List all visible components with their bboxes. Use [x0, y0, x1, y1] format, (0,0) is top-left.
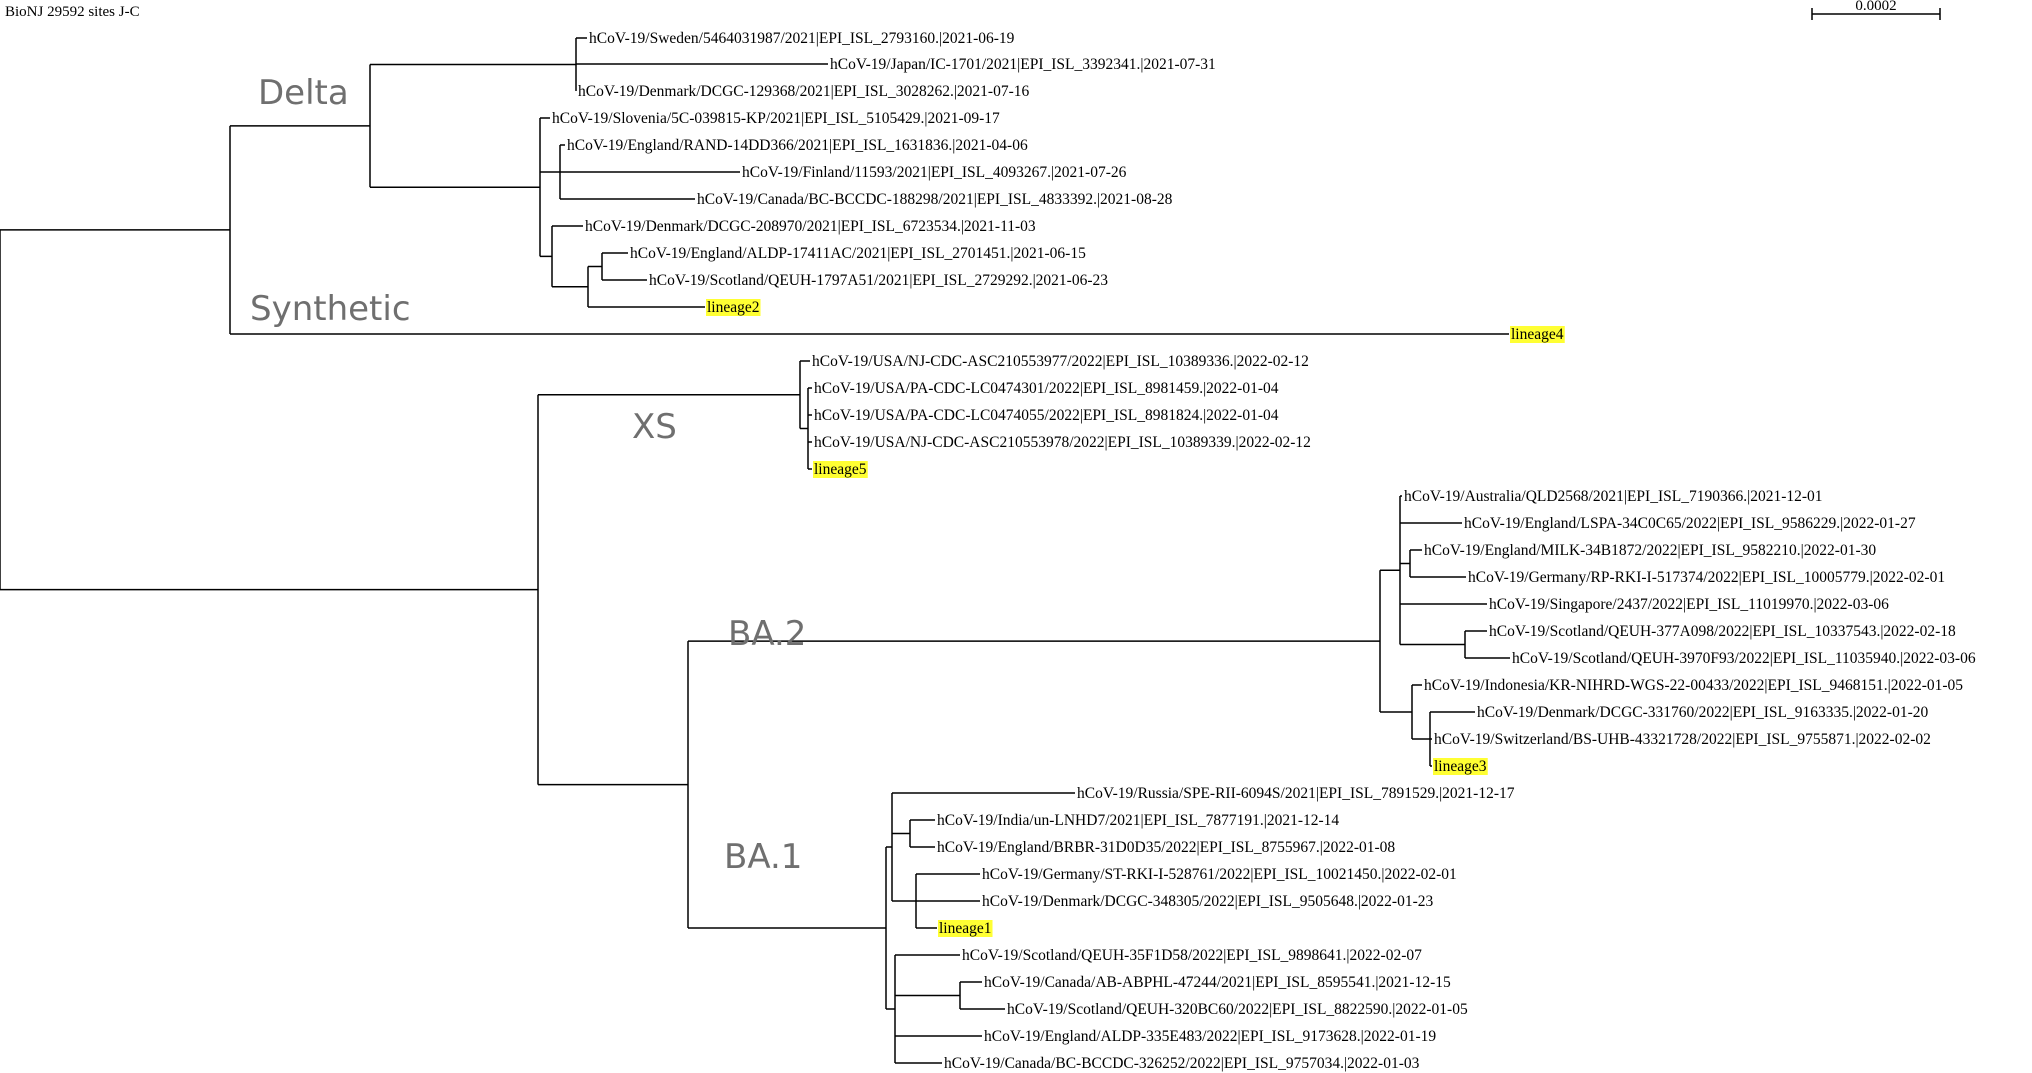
leaf-label: hCoV-19/England/BRBR-31D0D35/2022|EPI_IS… — [937, 839, 1395, 856]
highlighted-lineage-label: lineage5 — [814, 461, 867, 478]
highlighted-lineage-label: lineage2 — [707, 299, 760, 316]
leaf-label: hCoV-19/Denmark/DCGC-129368/2021|EPI_ISL… — [578, 83, 1029, 100]
clade-label-ba2: BA.2 — [728, 614, 806, 654]
clade-label-delta: Delta — [258, 73, 349, 113]
leaf-label: hCoV-19/Scotland/QEUH-35F1D58/2022|EPI_I… — [962, 947, 1422, 964]
tree-branches — [0, 37, 1510, 1064]
lineage-highlight-box — [938, 920, 993, 937]
leaf-label: hCoV-19/Slovenia/5C-039815-KP/2021|EPI_I… — [552, 110, 1000, 127]
leaf-label: hCoV-19/Finland/11593/2021|EPI_ISL_40932… — [742, 164, 1127, 181]
leaf-label: hCoV-19/Denmark/DCGC-348305/2022|EPI_ISL… — [982, 893, 1433, 910]
leaf-label: hCoV-19/Canada/BC-BCCDC-188298/2021|EPI_… — [697, 191, 1173, 208]
leaf-label: hCoV-19/England/RAND-14DD366/2021|EPI_IS… — [567, 137, 1028, 154]
leaf-label: hCoV-19/Canada/BC-BCCDC-326252/2022|EPI_… — [944, 1055, 1420, 1072]
leaf-label: hCoV-19/Switzerland/BS-UHB-43321728/2022… — [1434, 731, 1931, 748]
leaf-label: hCoV-19/Singapore/2437/2022|EPI_ISL_1101… — [1489, 596, 1889, 613]
highlighted-lineage-label: lineage4 — [1511, 326, 1564, 343]
leaf-label: hCoV-19/England/LSPA-34C0C65/2022|EPI_IS… — [1464, 515, 1916, 532]
tree-title: BioNJ 29592 sites J-C — [5, 4, 140, 20]
lineage-highlight-box — [706, 299, 761, 316]
lineage-highlight-box — [1510, 326, 1565, 343]
lineage-highlight-box — [1433, 758, 1488, 775]
leaf-label: hCoV-19/USA/PA-CDC-LC0474055/2022|EPI_IS… — [814, 407, 1279, 424]
leaf-label: hCoV-19/Indonesia/KR-NIHRD-WGS-22-00433/… — [1424, 677, 1963, 694]
clade-label-synthetic: Synthetic — [250, 289, 411, 329]
leaf-label: hCoV-19/Scotland/QEUH-3970F93/2022|EPI_I… — [1512, 650, 1976, 667]
scale-bar: 0.0002 — [1811, 0, 1941, 20]
leaf-label: hCoV-19/Scotland/QEUH-320BC60/2022|EPI_I… — [1007, 1001, 1468, 1018]
leaf-labels: hCoV-19/Sweden/5464031987/2021|EPI_ISL_2… — [552, 30, 1976, 1072]
leaf-label: hCoV-19/Australia/QLD2568/2021|EPI_ISL_7… — [1404, 488, 1823, 505]
leaf-label: hCoV-19/USA/NJ-CDC-ASC210553977/2022|EPI… — [812, 353, 1309, 370]
leaf-label: hCoV-19/Scotland/QEUH-1797A51/2021|EPI_I… — [649, 272, 1108, 289]
leaf-label: hCoV-19/Japan/IC-1701/2021|EPI_ISL_33923… — [830, 56, 1216, 73]
leaf-label: hCoV-19/USA/NJ-CDC-ASC210553978/2022|EPI… — [814, 434, 1311, 451]
leaf-label: hCoV-19/Sweden/5464031987/2021|EPI_ISL_2… — [589, 30, 1015, 47]
leaf-label: hCoV-19/Denmark/DCGC-331760/2022|EPI_ISL… — [1477, 704, 1928, 721]
leaf-label: hCoV-19/England/ALDP-17411AC/2021|EPI_IS… — [630, 245, 1086, 262]
leaf-label: hCoV-19/England/ALDP-335E483/2022|EPI_IS… — [984, 1028, 1436, 1045]
highlighted-lineage-label: lineage1 — [939, 920, 992, 937]
leaf-label: hCoV-19/India/un-LNHD7/2021|EPI_ISL_7877… — [937, 812, 1339, 829]
leaf-label: hCoV-19/Germany/RP-RKI-I-517374/2022|EPI… — [1468, 569, 1945, 586]
clade-label-xs: XS — [632, 407, 677, 447]
clade-label-ba1: BA.1 — [724, 837, 802, 877]
leaf-label: hCoV-19/Canada/AB-ABPHL-47244/2021|EPI_I… — [984, 974, 1451, 991]
highlighted-lineage-label: lineage3 — [1434, 758, 1487, 775]
leaf-label: hCoV-19/USA/PA-CDC-LC0474301/2022|EPI_IS… — [814, 380, 1279, 397]
leaf-highlights — [706, 299, 1565, 937]
leaf-label: hCoV-19/Russia/SPE-RII-6094S/2021|EPI_IS… — [1077, 785, 1515, 802]
leaf-label: hCoV-19/England/MILK-34B1872/2022|EPI_IS… — [1424, 542, 1876, 559]
leaf-label: hCoV-19/Scotland/QEUH-377A098/2022|EPI_I… — [1489, 623, 1956, 640]
leaf-label: hCoV-19/Germany/ST-RKI-I-528761/2022|EPI… — [982, 866, 1457, 883]
leaf-label: hCoV-19/Denmark/DCGC-208970/2021|EPI_ISL… — [585, 218, 1036, 235]
clade-labels: Delta Synthetic XS BA.2 BA.1 — [250, 73, 806, 877]
lineage-highlight-box — [813, 461, 868, 478]
scale-bar-label: 0.0002 — [1855, 0, 1896, 14]
